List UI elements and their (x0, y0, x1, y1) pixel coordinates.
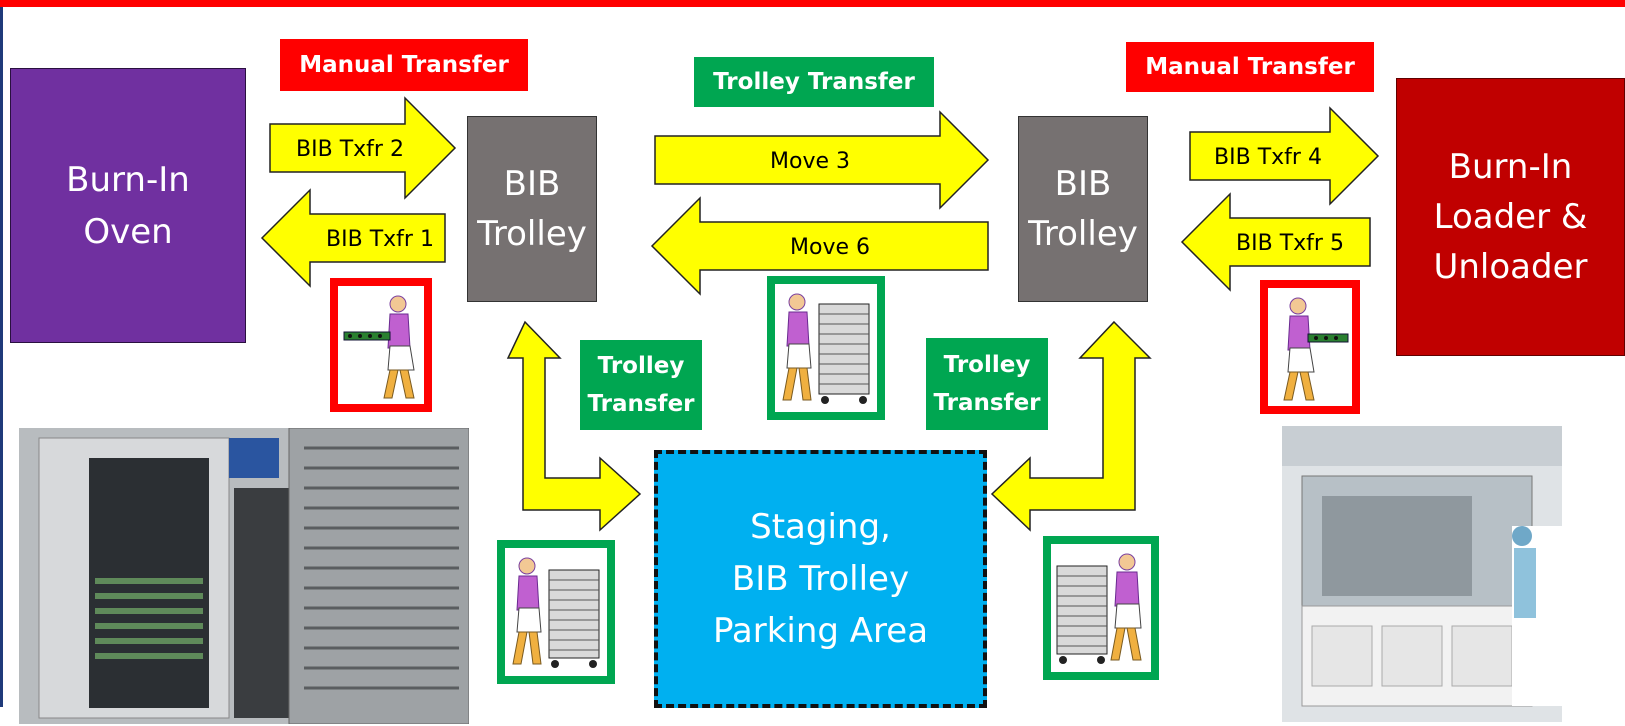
arrow-txfr2 (269, 96, 457, 200)
arrow-txfr5 (1180, 192, 1371, 292)
arrow-label-txfr4: BIB Txfr 4 (1214, 145, 1322, 170)
bib-trolley-right-box: BIB Trolley (1018, 116, 1148, 302)
trolley-transfer-tag-right: Trolley Transfer (926, 338, 1048, 430)
worker-board-icon (343, 295, 415, 399)
burn-in-oven-box: Burn-In Oven (10, 68, 246, 343)
bib-trolley-left-box: BIB Trolley (467, 116, 597, 302)
arrow-move6 (650, 196, 989, 296)
left-accent-bar (0, 7, 3, 707)
trolley-transfer-tag-left: Trolley Transfer (580, 340, 702, 430)
worker-pushing-trolley-figure-center (767, 276, 885, 420)
trolley-transfer-tag-top: Trolley Transfer (694, 57, 934, 107)
arrow-label-txfr1: BIB Txfr 1 (326, 227, 434, 252)
worker-pushing-trolley-figure-left (497, 540, 615, 684)
burn-in-loader-photo-drawing (1282, 426, 1562, 722)
burn-in-oven-photo (19, 428, 469, 724)
worker-trolley-icon (782, 293, 870, 404)
arrow-label-move6: Move 6 (790, 235, 870, 260)
worker-trolley-icon (512, 557, 600, 668)
burn-in-loader-photo (1282, 426, 1562, 722)
top-accent-bar (0, 0, 1625, 7)
worker-pushing-trolley-figure-right (1043, 536, 1159, 680)
arrow-label-txfr5: BIB Txfr 5 (1236, 231, 1344, 256)
arrow-right-elbow (990, 320, 1152, 532)
worker-board-icon (1283, 297, 1349, 401)
burn-in-loader-box: Burn-In Loader & Unloader (1396, 78, 1625, 356)
worker-carrying-board-figure (330, 278, 432, 412)
manual-transfer-tag-right: Manual Transfer (1126, 42, 1374, 92)
arrow-left-elbow (506, 320, 642, 532)
worker-carrying-board-figure-right (1260, 280, 1360, 414)
worker-trolley-icon (1056, 553, 1142, 664)
arrow-label-txfr2: BIB Txfr 2 (296, 137, 404, 162)
arrow-move3 (654, 110, 990, 210)
arrow-txfr4 (1189, 106, 1380, 206)
manual-transfer-tag-left: Manual Transfer (280, 39, 528, 91)
arrow-label-move3: Move 3 (770, 149, 850, 174)
arrow-txfr1 (260, 188, 446, 288)
staging-parking-area-box: Staging, BIB Trolley Parking Area (654, 450, 987, 708)
burn-in-oven-photo-drawing (19, 428, 469, 724)
